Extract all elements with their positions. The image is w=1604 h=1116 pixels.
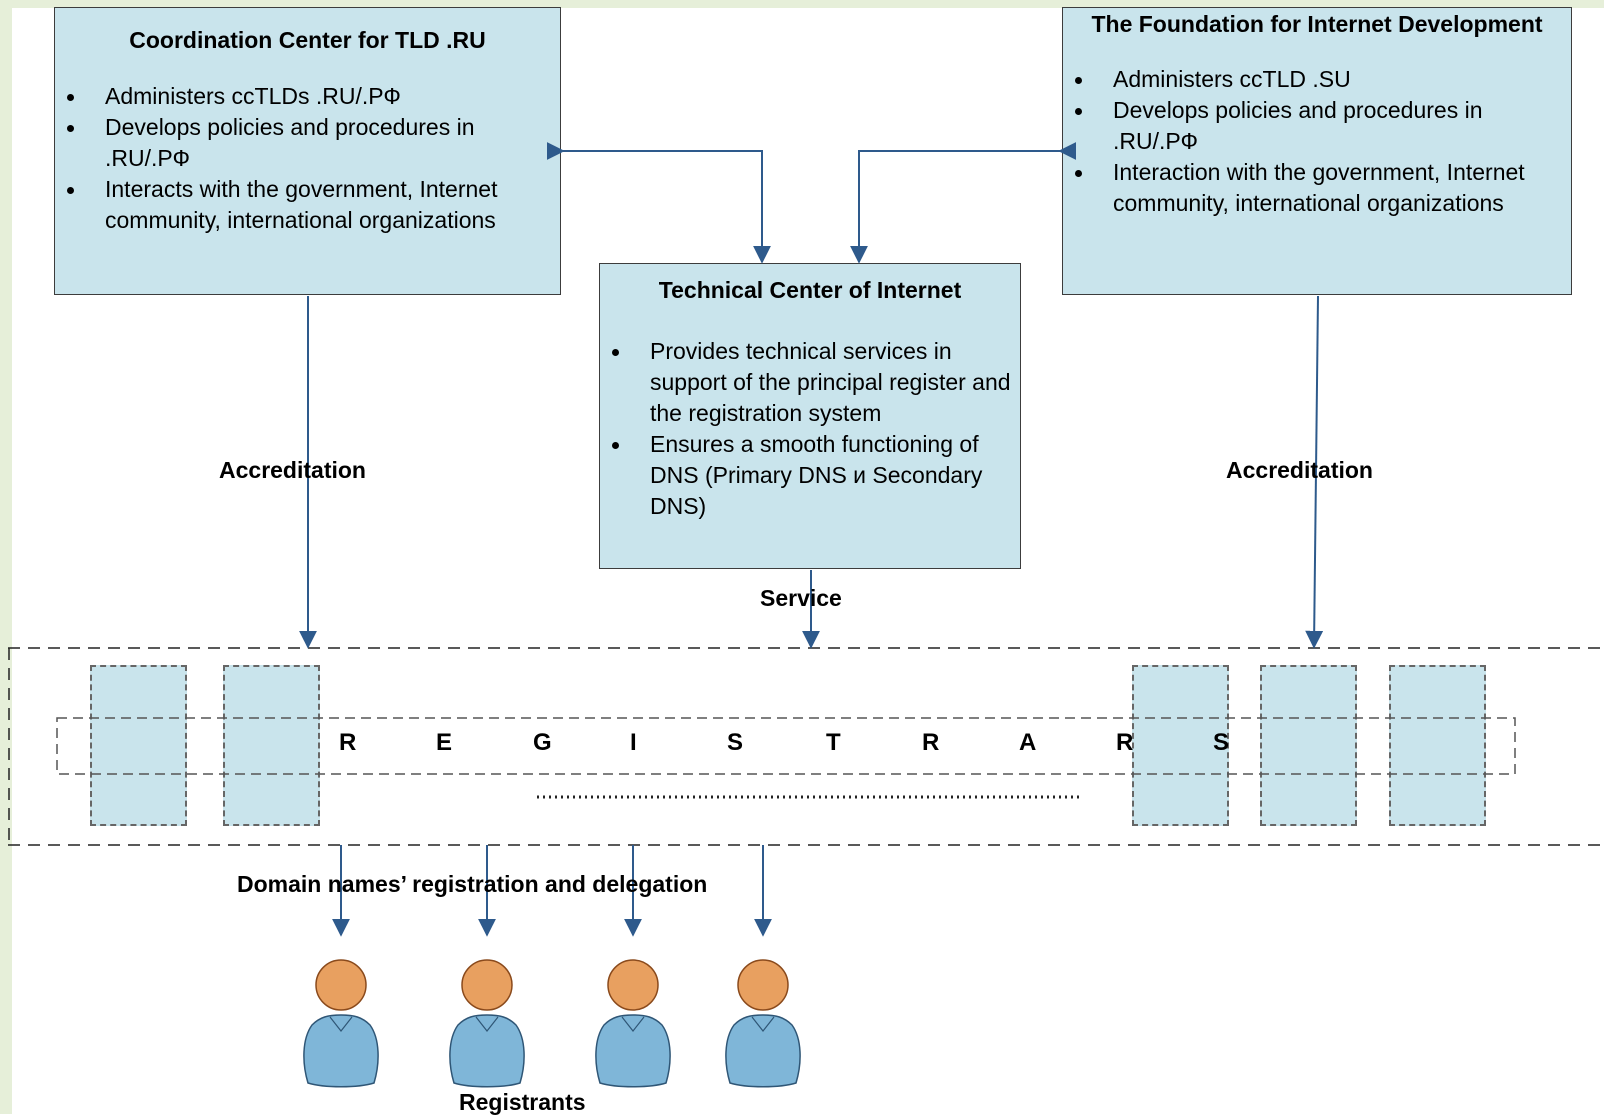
list-item: Interaction with the government, Interne… <box>1063 157 1571 219</box>
accreditation-right-label: Accreditation <box>1226 457 1373 483</box>
person-icon <box>303 959 379 1088</box>
service-label: Service <box>760 585 842 611</box>
registrars-letter: E <box>436 729 453 756</box>
technical-center-box: Technical Center of Internet Provides te… <box>599 263 1021 569</box>
registrars-letter: S <box>727 729 744 756</box>
registrars-letter: G <box>533 729 552 756</box>
arrow-accreditation-right <box>1305 295 1324 649</box>
accreditation-left-label: Accreditation <box>219 457 366 483</box>
registrars-letter: R <box>339 729 357 756</box>
registrars-letter: A <box>1019 729 1037 756</box>
registrar-cell <box>1132 665 1229 826</box>
registrar-cell <box>1260 665 1357 826</box>
registrar-cell <box>223 665 320 826</box>
registrars-letter: S <box>1213 729 1230 756</box>
registrars-band <box>56 717 1516 775</box>
list-item: Provides technical services in support o… <box>600 336 1020 429</box>
list-item: Administers ccTLD .SU <box>1063 64 1571 95</box>
registrars-letter: R <box>1116 729 1134 756</box>
technical-center-list: Provides technical services in support o… <box>600 336 1020 522</box>
arrow-fid-tci <box>850 142 1077 264</box>
technical-center-title: Technical Center of Internet <box>658 277 962 303</box>
person-icon <box>595 959 671 1088</box>
list-item: Administers ccTLDs .RU/.РФ <box>55 81 560 112</box>
list-item: Interacts with the government, Internet … <box>55 174 560 236</box>
registrar-cell <box>1389 665 1486 826</box>
list-item: Develops policies and procedures in .RU/… <box>1063 95 1571 157</box>
person-icon <box>449 959 525 1088</box>
coordination-center-list: Administers ccTLDs .RU/.РФ Develops poli… <box>55 81 560 236</box>
foundation-box: The Foundation for Internet Development … <box>1062 7 1572 295</box>
foundation-title: The Foundation for Internet Development <box>1091 11 1543 37</box>
registrants-label: Registrants <box>459 1089 586 1115</box>
registrars-letter: R <box>922 729 940 756</box>
arrow-cc-tci <box>546 142 771 264</box>
person-icon <box>725 959 801 1088</box>
list-item: Develops policies and procedures in .RU/… <box>55 112 560 174</box>
registrar-cell <box>90 665 187 826</box>
coordination-center-title: Coordination Center for TLD .RU <box>129 27 486 53</box>
registrars-outer-frame <box>8 647 1604 846</box>
coordination-center-box: Coordination Center for TLD .RU Administ… <box>54 7 561 295</box>
list-item: Ensures a smooth functioning of DNS (Pri… <box>600 429 1020 522</box>
foundation-list: Administers ccTLD .SU Develops policies … <box>1063 64 1571 219</box>
background-top <box>0 0 1604 8</box>
registrars-letter: I <box>630 729 637 756</box>
domain-registration-label: Domain names’ registration and delegatio… <box>237 871 708 897</box>
registrars-letter: T <box>826 729 841 756</box>
